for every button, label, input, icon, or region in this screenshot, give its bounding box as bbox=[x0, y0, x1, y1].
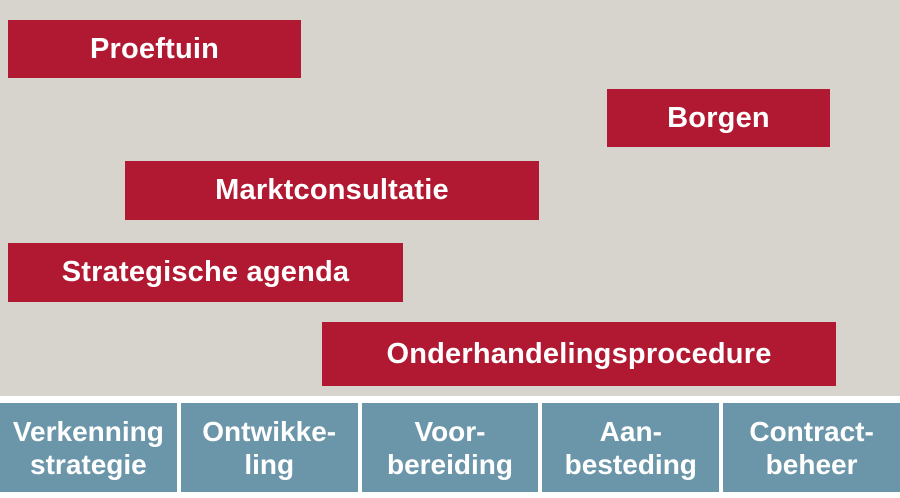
bar-strategische-agenda: Strategische agenda bbox=[8, 243, 403, 302]
bar-label: Marktconsultatie bbox=[215, 174, 449, 206]
phase-voorbereiding: Voor- bereiding bbox=[361, 403, 539, 492]
phase-label-line2: strategie bbox=[30, 448, 147, 480]
bar-borgen: Borgen bbox=[607, 89, 830, 147]
phase-label-line2: bereiding bbox=[386, 448, 513, 480]
bar-label: Proeftuin bbox=[89, 32, 220, 65]
bar-label: Strategische agenda bbox=[61, 256, 350, 288]
phase-label-line1: Ontwikke- bbox=[202, 415, 337, 447]
phase-label-line2: ling bbox=[244, 448, 295, 480]
phase-band: Verkenning strategie Ontwikke- ling Voor… bbox=[0, 396, 900, 498]
phase-verkenning-strategie: Verkenning strategie bbox=[0, 403, 177, 492]
phase-aanbesteding: Aan- besteding bbox=[542, 403, 720, 492]
phase-label-line1: Voor- bbox=[414, 415, 486, 447]
bar-proeftuin: Proeftuin bbox=[8, 20, 301, 78]
phase-ontwikkeling: Ontwikke- ling bbox=[180, 403, 358, 492]
phase-label-line1: Verkenning bbox=[12, 415, 164, 447]
phase-label-line2: beheer bbox=[765, 448, 858, 480]
phase-label-line1: Contract- bbox=[749, 415, 874, 447]
bar-marktconsultatie: Marktconsultatie bbox=[125, 161, 539, 220]
phase-contractbeheer: Contract- beheer bbox=[723, 403, 900, 492]
bar-onderhandelingsprocedure: Onderhandelingsprocedure bbox=[322, 322, 836, 386]
phase-band-cells: Verkenning strategie Ontwikke- ling Voor… bbox=[0, 403, 900, 492]
phase-label-line1: Aan- bbox=[599, 415, 662, 447]
bar-label: Borgen bbox=[667, 101, 770, 134]
bar-label: Onderhandelingsprocedure bbox=[386, 337, 772, 370]
phase-label-line2: besteding bbox=[564, 448, 697, 480]
